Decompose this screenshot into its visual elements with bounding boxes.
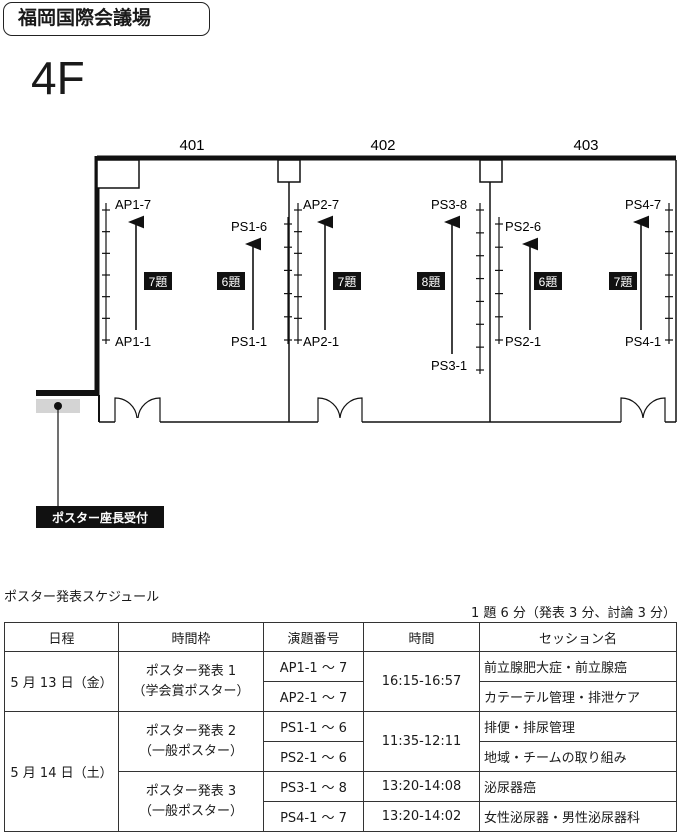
table-row: ポスター発表 3 （一般ポスター） PS3-1 ～ 8 13:20-14:08 …	[5, 771, 677, 832]
board-ap2-bottom: AP2-1	[303, 334, 339, 349]
slot-type: （学会賞ポスター）	[132, 683, 250, 699]
slot-cell: ポスター発表 2 （一般ポスター）	[118, 711, 264, 772]
header-number: 演題番号	[263, 622, 364, 652]
board-ps4-bottom: PS4-1	[625, 334, 661, 349]
count-badge-ap1: 7題	[149, 275, 168, 289]
board-ps3-top: PS3-8	[431, 197, 467, 212]
number-cell: AP1-1 ～ 7	[263, 651, 364, 682]
count-badge-ps4: 7題	[614, 275, 633, 289]
session-cell: 泌尿器癌	[479, 771, 677, 802]
board-ps1-top: PS1-6	[231, 219, 267, 234]
header-session: セッション名	[479, 622, 677, 652]
table-row: PS4-1 ～ 7 13:20-14:02 女性泌尿器・男性泌尿器科	[5, 801, 677, 832]
header-time: 時間	[363, 622, 480, 652]
time-cell: 11:35-12:11	[363, 711, 480, 772]
time-cell: 16:15-16:57	[363, 651, 480, 712]
count-badge-ap2: 7題	[338, 275, 357, 289]
day-cell: 5 月 13 日（金）	[4, 651, 119, 712]
schedule-title: ポスター発表スケジュール	[4, 590, 160, 605]
room-403-label: 403	[573, 137, 598, 154]
header-date: 日程	[4, 622, 119, 652]
schedule-table: 日程 時間枠 演題番号 時間 セッション名 5 月 13 日（金） ポスター発表…	[4, 622, 677, 832]
board-ps2-top: PS2-6	[505, 219, 541, 234]
board-ap1-bottom: AP1-1	[115, 334, 151, 349]
floor-plan: 401 402 403	[36, 137, 677, 528]
floor-label: 4F	[31, 52, 85, 104]
board-ps2-bottom: PS2-1	[505, 334, 541, 349]
number-cell: AP2-1 ～ 7	[263, 681, 364, 712]
count-badge-ps3: 8題	[422, 275, 441, 289]
header-slot: 時間枠	[118, 622, 264, 652]
board-ps1-bottom: PS1-1	[231, 334, 267, 349]
room-walls	[36, 155, 677, 423]
table-row: AP2-1 ～ 7 カテーテル管理・排泄ケア	[5, 681, 677, 712]
day-cell: 5 月 14 日（土）	[4, 711, 119, 832]
board-ps4-top: PS4-7	[625, 197, 661, 212]
chair-reception-marker: ポスター座長受付	[36, 399, 164, 528]
count-badge-ps2: 6題	[539, 275, 558, 289]
number-cell: PS2-1 ～ 6	[263, 741, 364, 772]
room-402-label: 402	[370, 137, 395, 154]
session-cell: 前立腺肥大症・前立腺癌	[479, 651, 677, 682]
number-cell: PS4-1 ～ 7	[263, 801, 364, 832]
slot-cell: ポスター発表 1 （学会賞ポスター）	[118, 651, 264, 712]
venue-name: 福岡国際会議場	[3, 2, 210, 36]
table-row: PS2-1 ～ 6 地域・チームの取り組み	[5, 741, 677, 772]
session-cell: 女性泌尿器・男性泌尿器科	[479, 801, 677, 832]
slot-type: （一般ポスター）	[138, 743, 243, 759]
table-row: 5 月 14 日（土） ポスター発表 2 （一般ポスター） PS1-1 ～ 6 …	[4, 711, 677, 832]
poster-stands	[105, 203, 670, 374]
count-badge-ps1: 6題	[222, 275, 241, 289]
room-401-label: 401	[179, 137, 204, 154]
slot-cell: ポスター発表 3 （一般ポスター）	[118, 771, 264, 832]
order-arrows	[128, 215, 649, 354]
board-ap2-top: AP2-7	[303, 197, 339, 212]
board-ap1-top: AP1-7	[115, 197, 151, 212]
chair-reception-label: ポスター座長受付	[52, 510, 148, 525]
number-cell: PS1-1 ～ 6	[263, 711, 364, 742]
poster-ticks	[102, 209, 673, 371]
slot-type: （一般ポスター）	[138, 803, 243, 819]
session-cell: 地域・チームの取り組み	[479, 741, 677, 772]
time-cell: 13:20-14:08	[363, 771, 480, 802]
table-header-row: 日程 時間枠 演題番号 時間 セッション名	[4, 622, 677, 652]
number-cell: PS3-1 ～ 8	[263, 771, 364, 802]
slot-name: ポスター発表 3	[145, 783, 237, 799]
slot-name: ポスター発表 2	[145, 723, 237, 739]
time-cell: 13:20-14:02	[363, 801, 480, 832]
schedule-note: 1 題 6 分（発表 3 分、討論 3 分）	[470, 606, 676, 621]
board-ps3-bottom: PS3-1	[431, 358, 467, 373]
session-cell: 排便・排尿管理	[479, 711, 677, 742]
table-row: 5 月 13 日（金） ポスター発表 1 （学会賞ポスター） AP1-1 ～ 7…	[4, 651, 677, 712]
slot-name: ポスター発表 1	[145, 663, 237, 679]
count-badges: 7題 6題 7題 8題 6題 7題	[144, 272, 637, 290]
session-cell: カテーテル管理・排泄ケア	[479, 681, 677, 712]
